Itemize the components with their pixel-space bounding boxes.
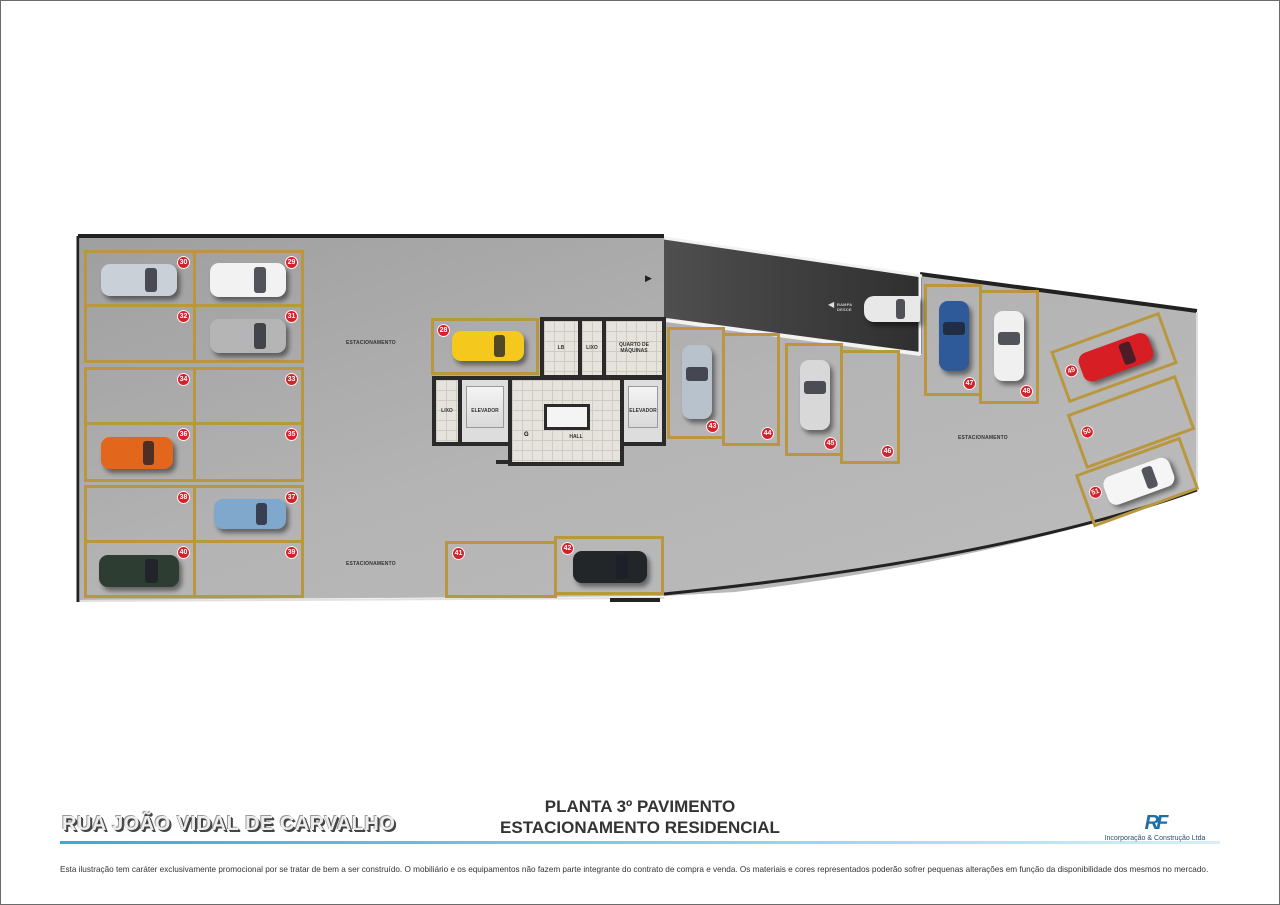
parking-spot-40[interactable]: 40 [84, 540, 196, 598]
car-white-3 [1100, 455, 1177, 508]
parking-spot-29[interactable]: 29 [193, 250, 304, 307]
footer-divider [60, 841, 1220, 844]
car-silver [101, 264, 177, 296]
parking-spot-44[interactable]: 44 [722, 333, 780, 446]
stair-marker: G [524, 432, 529, 438]
car-white-2 [994, 311, 1024, 381]
parking-spot-45[interactable]: 45 [785, 343, 843, 456]
car-orange [101, 437, 173, 469]
street-name: RUA JOÃO VIDAL DE CARVALHO [62, 813, 396, 835]
car-on-ramp [864, 296, 920, 322]
car-dark-blue [939, 301, 969, 371]
plan-title-line2: ESTACIONAMENTO RESIDENCIAL [500, 818, 780, 837]
room-lb: LB [540, 317, 582, 379]
parking-spot-35[interactable]: 35 [193, 422, 304, 482]
car-yellow [452, 331, 524, 361]
parking-label-left-bottom: ESTACIONAMENTO [346, 561, 396, 567]
car-light-blue [682, 345, 712, 419]
parking-spot-37[interactable]: 37 [193, 485, 304, 543]
parking-spot-28[interactable]: 28 [431, 318, 539, 375]
room-machine: QUARTO DE MÁQUINAS [602, 317, 666, 379]
company-name: Incorporação & Construção Ltda [1104, 835, 1206, 842]
parking-spot-39[interactable]: 39 [193, 540, 304, 598]
parking-spot-30[interactable]: 30 [84, 250, 196, 307]
parking-spot-36[interactable]: 36 [84, 422, 196, 482]
room-hall: HALL G [508, 376, 624, 466]
car-grey [210, 319, 286, 353]
car-dark-green [99, 555, 179, 587]
parking-spot-33[interactable]: 33 [193, 367, 304, 425]
elevator-left: ELEVADOR [458, 376, 512, 446]
parking-spot-34[interactable]: 34 [84, 367, 196, 425]
parking-spot-32[interactable]: 32 [84, 304, 196, 363]
parking-label-left-top: ESTACIONAMENTO [346, 340, 396, 346]
disclaimer: Esta ilustração tem caráter exclusivamen… [60, 865, 1209, 874]
elevator-right: ELEVADOR [620, 376, 666, 446]
plan-title-line1: PLANTA 3º PAVIMENTO [544, 797, 736, 816]
stair-void [544, 404, 590, 430]
ramp-label: RAMPA DESCE [837, 302, 853, 312]
car-blue [214, 499, 286, 529]
parking-spot-43[interactable]: 43 [667, 327, 725, 439]
parking-label-right: ESTACIONAMENTO [958, 435, 1008, 441]
parking-spot-41[interactable]: 41 [445, 541, 557, 598]
parking-spot-42[interactable]: 42 [554, 536, 664, 595]
car-white [210, 263, 286, 297]
car-white-suv [800, 360, 830, 430]
car-black [573, 551, 647, 583]
ramp-arrow-icon: ◀ [828, 300, 835, 309]
plan-title: PLANTA 3º PAVIMENTO ESTACIONAMENTO RESID… [470, 796, 810, 838]
company-logo: RF Incorporação & Construção Ltda [1090, 812, 1220, 842]
parking-spot-31[interactable]: 31 [193, 304, 304, 363]
direction-arrow-icon: ▶ [645, 273, 652, 283]
parking-spot-46[interactable]: 46 [840, 350, 900, 464]
parking-spot-38[interactable]: 38 [84, 485, 196, 543]
parking-spot-47[interactable]: 47 [924, 284, 982, 396]
parking-spot-48[interactable]: 48 [979, 290, 1039, 404]
logo-mark-icon: RF [1144, 812, 1169, 834]
